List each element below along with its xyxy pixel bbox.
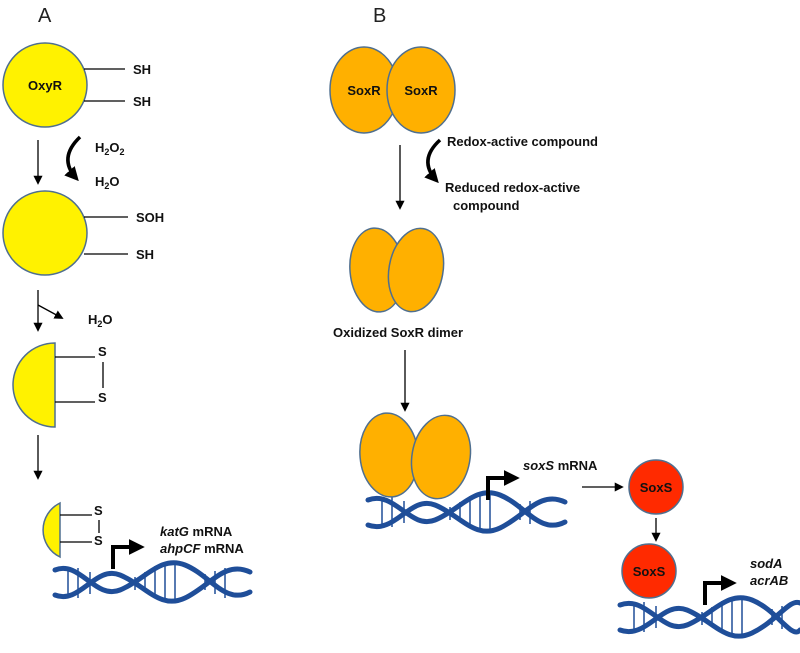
target-soda-label: sodA [750, 556, 783, 571]
transcription-arrow-soxs [486, 470, 520, 500]
bound-soxr-right [410, 414, 472, 500]
bound-s2-label: S [94, 533, 103, 548]
oxyr-bound-shape [42, 501, 61, 559]
disulfide-s2-label: S [98, 390, 107, 405]
transcription-arrow-targets [703, 575, 737, 605]
redox-curved-arrow [424, 138, 442, 184]
bound-soxs-protein [621, 543, 677, 599]
dna-helix-b2 [617, 595, 800, 639]
oxyr-label: OxyR [28, 78, 63, 93]
oxyr-reduced-circle [2, 42, 88, 128]
panel-a: A OxyR SH SH H2O2 H2O SOH SH H2O S S [2, 5, 253, 604]
ahpcf-mrna-label: ahpCF mRNA [160, 541, 244, 556]
h2o-product1-label: H2O [95, 174, 120, 191]
reduced-compound-line1: Reduced redox-active [445, 180, 580, 195]
h2o2-curved-arrow [64, 135, 82, 182]
oxyr-disulfide-shape [12, 342, 56, 428]
h2o-product2-label: H2O [88, 312, 113, 329]
soxs-label-2: SoxS [633, 564, 666, 579]
sulfenic-top-label: SOH [136, 210, 164, 225]
oxidized-soxr-right [387, 227, 445, 313]
reduced-compound-line2: compound [453, 198, 519, 213]
disulfide-s1-label: S [98, 344, 107, 359]
target-acrab-label: acrAB [750, 573, 788, 588]
transcription-arrow-a [111, 539, 145, 569]
dna-helix-a [52, 560, 253, 604]
thiol-top-label: SH [133, 62, 151, 77]
soxs-label-1: SoxS [640, 480, 673, 495]
panel-b: B SoxR SoxR Redox-active compound Reduce… [329, 5, 800, 639]
panel-b-label: B [373, 5, 386, 27]
soxr-label-right: SoxR [404, 83, 438, 98]
katg-mrna-label: katG mRNA [160, 524, 233, 539]
dna-helix-b1 [365, 490, 568, 534]
soxs-protein [628, 459, 684, 515]
soxs-mrna-label: soxS mRNA [523, 458, 598, 473]
soxr-monomer-right [386, 46, 456, 134]
bound-s1-label: S [94, 503, 103, 518]
thiol-bottom-label: SH [133, 94, 151, 109]
panel-a-label: A [38, 5, 52, 27]
water-release-arrow [37, 304, 64, 319]
sulfenic-bottom-label: SH [136, 247, 154, 262]
soxr-label-left: SoxR [347, 83, 381, 98]
redox-compound-label: Redox-active compound [447, 134, 598, 149]
oxidized-dimer-caption: Oxidized SoxR dimer [333, 325, 463, 340]
oxyr-sulfenic-circle [2, 190, 88, 276]
h2o2-label: H2O2 [95, 140, 125, 157]
